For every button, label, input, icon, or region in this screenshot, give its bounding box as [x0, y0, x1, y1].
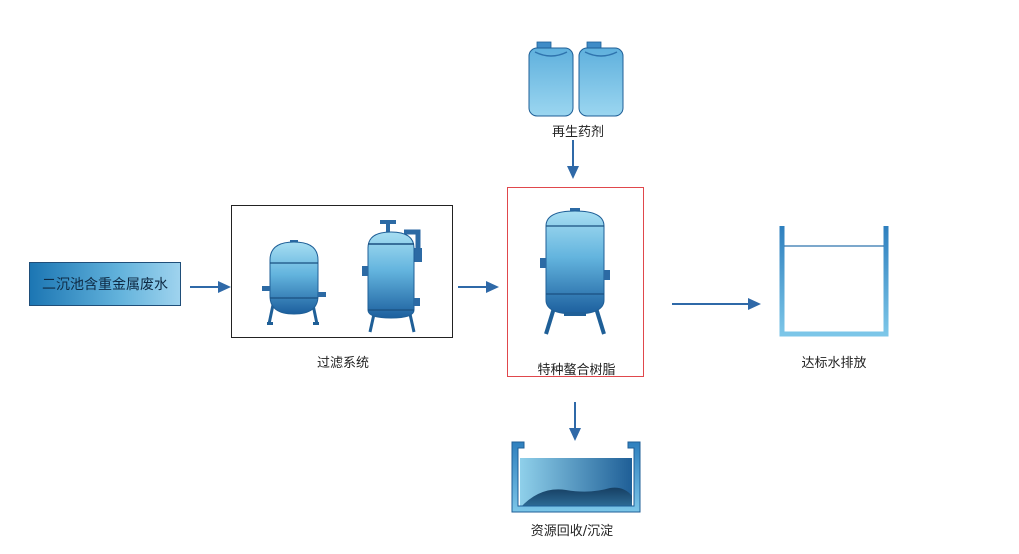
arrow-right-icon: [190, 281, 231, 293]
chemical-drum-icon: [528, 41, 624, 117]
regenerant-label: 再生药剂: [551, 125, 604, 140]
filter-system-frame: [231, 205, 453, 338]
water-basin-icon: [779, 226, 889, 337]
recovery-label: 资源回收/沉淀: [530, 524, 614, 539]
source-label: 二沉池含重金属废水: [42, 277, 168, 293]
filter-system-label: 过滤系统: [316, 356, 369, 371]
tank-icon: [262, 240, 326, 325]
arrow-down-icon: [567, 140, 579, 179]
resin-label: 特种螯合树脂: [537, 363, 616, 378]
discharge-label: 达标水排放: [801, 356, 867, 371]
source-wastewater-box: 二沉池含重金属废水: [29, 262, 181, 306]
arrow-right-icon: [458, 281, 499, 293]
arrow-down-icon: [569, 402, 581, 441]
sediment-tank-icon: [511, 441, 641, 513]
arrow-right-icon: [672, 298, 761, 310]
resin-column-icon: [540, 208, 610, 335]
resin-column-frame: 特种螯合树脂: [507, 187, 644, 378]
bag-filter-icon: [362, 220, 422, 333]
